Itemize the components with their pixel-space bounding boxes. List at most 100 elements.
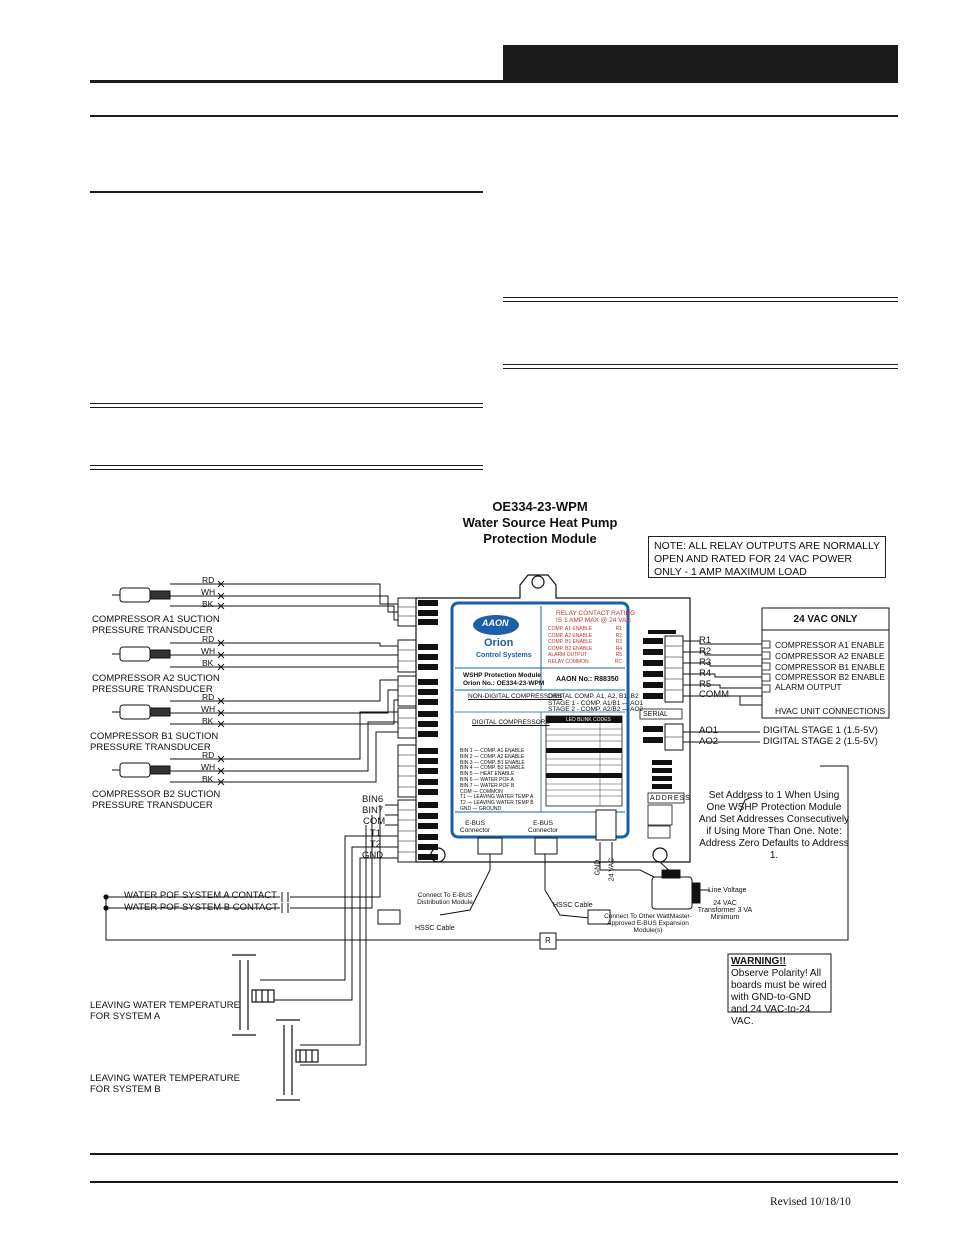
left-column-rule-2a bbox=[90, 403, 483, 404]
left-column-rule-2b bbox=[90, 407, 483, 408]
transducer-b1 bbox=[112, 704, 171, 720]
r-box bbox=[539, 932, 557, 950]
wire-dots bbox=[103, 894, 109, 911]
stage-1: STAGE 1 - COMP. A1/B1 — AO1 bbox=[548, 700, 644, 707]
terminal-tabs bbox=[418, 600, 438, 860]
wire-color-a1-wh: WH bbox=[201, 587, 216, 597]
transducer-b2-label: COMPRESSOR B2 SUCTION PRESSURE TRANSDUCE… bbox=[92, 789, 220, 811]
hssc-plugs bbox=[377, 909, 611, 925]
gnd-label: GND bbox=[594, 859, 602, 876]
module-input-row: BIN 1 — COMP. A1 ENABLE bbox=[460, 748, 525, 754]
module-input-row: T2 — LEAVING WATER TEMP B bbox=[460, 800, 534, 807]
vac24-label: 24 VAC bbox=[608, 857, 616, 882]
module-label-panel bbox=[450, 601, 630, 839]
ebus-distribution-label: Connect To E-BUS Distribution Module bbox=[410, 892, 480, 906]
transducer-a2-label: COMPRESSOR A2 SUCTION PRESSURE TRANSDUCE… bbox=[92, 673, 220, 695]
wire-color-a2-rd: RD bbox=[202, 634, 215, 644]
warning-box: WARNING!! Observe Polarity! All boards m… bbox=[731, 956, 829, 1028]
r-label: R bbox=[545, 936, 551, 945]
ao1-terminal: AO1 bbox=[699, 725, 719, 736]
ao1-label: DIGITAL STAGE 1 (1.5-5V) bbox=[763, 725, 878, 736]
module-aaon-no: AAON No.: R88350 bbox=[556, 676, 619, 683]
transducer-a2-line1: COMPRESSOR A2 SUCTION bbox=[92, 673, 220, 684]
terminal-blocks-right bbox=[664, 635, 684, 751]
ebus-other-label: Connect To Other WattMaster-Approved E-B… bbox=[603, 913, 693, 934]
ebus-other-text: Connect To Other WattMaster-Approved E-B… bbox=[604, 913, 692, 934]
wire-color-b1-bk: BK bbox=[202, 716, 214, 726]
diagram-title-line-2: Water Source Heat Pump bbox=[462, 515, 618, 530]
relay-rating-sub: IS 1 AMP MAX @ 24 VAC bbox=[556, 617, 631, 624]
wire-x-marks bbox=[217, 580, 225, 786]
vac-item-alarm: ALARM OUTPUT bbox=[775, 682, 842, 692]
diagram-title: OE334-23-WPM Water Source Heat Pump Prot… bbox=[430, 499, 650, 547]
hssc-cable-left: HSSC Cable bbox=[415, 925, 455, 932]
module-name-line2: Orion No.: OE334-23-WPM bbox=[463, 680, 545, 687]
transformer-text: 24 VAC Transformer 3 VA Minimum bbox=[697, 900, 753, 921]
ebus-distribution-text: Connect To E-BUS Distribution Module bbox=[417, 892, 473, 906]
transducer-b2-line2: PRESSURE TRANSDUCER bbox=[92, 800, 213, 811]
right-column-rule-2b bbox=[503, 368, 898, 369]
line-voltage-label: Line Voltage bbox=[708, 887, 747, 894]
wire-color-b1-wh: WH bbox=[201, 704, 216, 714]
relay-row-name: COMP. A1 ENABLE bbox=[548, 626, 593, 632]
wire-color-a2-bk: BK bbox=[202, 658, 214, 668]
analog-title: NON-DIGITAL COMPRESSORS bbox=[468, 693, 563, 700]
wire-color-b2-rd: RD bbox=[202, 750, 215, 760]
relay-note: NOTE: ALL RELAY OUTPUTS ARE NORMALLY OPE… bbox=[648, 536, 886, 578]
module-input-row: COM — COMMON bbox=[460, 788, 503, 795]
hvac-connection-markers bbox=[761, 640, 771, 693]
transducer-icons bbox=[112, 587, 171, 778]
relay-rating-title: RELAY CONTACT RATING bbox=[556, 610, 636, 617]
serial-box bbox=[639, 708, 683, 720]
vac-item-b1: COMPRESSOR B1 ENABLE bbox=[775, 662, 886, 672]
module-logo-sub: Control Systems bbox=[476, 652, 532, 659]
header-bar bbox=[503, 45, 898, 81]
section-rule-top bbox=[90, 115, 898, 117]
hssc-cable-right: HSSC Cable bbox=[553, 902, 593, 909]
wire-color-a1-bk: BK bbox=[202, 599, 214, 609]
wire-color-b2-wh: WH bbox=[201, 762, 216, 772]
digital-comp: DIGITAL COMP. A1, A2, B1, B2 bbox=[548, 693, 639, 700]
lwt-a-line1: LEAVING WATER TEMPERATURE bbox=[90, 1000, 240, 1011]
header-rule bbox=[90, 80, 898, 83]
relay-row-name: RELAY COMMON bbox=[548, 658, 589, 665]
lwt-b-line2: FOR SYSTEM B bbox=[90, 1084, 161, 1095]
right-terminal-tabs bbox=[643, 630, 676, 743]
address-note-text: Set Address to 1 When Using One WSHP Pro… bbox=[698, 790, 850, 861]
vac-item-a1: COMPRESSOR A1 ENABLE bbox=[775, 640, 885, 650]
terminal-bin6: BIN6 bbox=[362, 794, 384, 805]
relay-terminal-r2: R2 bbox=[699, 646, 712, 657]
warning-text: Observe Polarity! All boards must be wir… bbox=[731, 968, 827, 1027]
diagram-title-line-1: OE334-23-WPM bbox=[492, 499, 588, 514]
terminal-t1: T1 bbox=[370, 828, 382, 839]
module-brand: AAON bbox=[482, 618, 509, 628]
lwt-a-line2: FOR SYSTEM A bbox=[90, 1011, 161, 1022]
right-column-rule-2a bbox=[503, 364, 898, 365]
terminal-blocks-left bbox=[397, 597, 417, 863]
module-input-row: BIN 5 — HEAT ENABLE bbox=[460, 771, 515, 778]
transducer-a1-label: COMPRESSOR A1 SUCTION PRESSURE TRANSDUCE… bbox=[92, 614, 220, 636]
transformer-label: 24 VAC Transformer 3 VA Minimum bbox=[696, 900, 754, 921]
hvac-connections-box bbox=[761, 607, 890, 719]
relay-terminal-r4: R4 bbox=[699, 668, 712, 679]
ebus-connector-2: E-BUS Connector bbox=[528, 820, 558, 834]
contact-system-b: WATER POF SYSTEM B CONTACT bbox=[124, 902, 278, 913]
module-board bbox=[415, 574, 691, 863]
transducer-b2 bbox=[112, 762, 171, 778]
address-note: Set Address to 1 When Using One WSHP Pro… bbox=[698, 790, 850, 862]
ebus-connector-1: E-BUS Connector bbox=[460, 820, 490, 834]
revised-date: Revised 10/18/10 bbox=[770, 1196, 851, 1208]
ao2-label: DIGITAL STAGE 2 (1.5-5V) bbox=[763, 736, 878, 747]
transducer-b2-line1: COMPRESSOR B2 SUCTION bbox=[92, 789, 221, 800]
wire-color-b2-bk: BK bbox=[202, 774, 214, 784]
vac-box-footer: HVAC UNIT CONNECTIONS bbox=[775, 706, 886, 716]
vac-item-b2: COMPRESSOR B2 ENABLE bbox=[775, 672, 886, 682]
module-input-row: BIN 2 — COMP. A2 ENABLE bbox=[460, 753, 525, 760]
relay-row-name: COMP. B2 ENABLE bbox=[548, 645, 593, 652]
